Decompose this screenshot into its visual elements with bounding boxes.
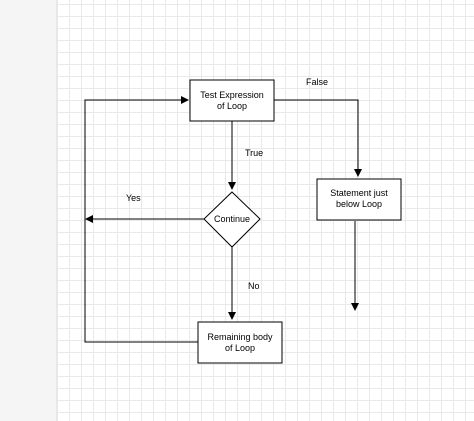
- edges: [84, 96, 362, 343]
- no-label: No: [248, 281, 260, 291]
- edge-false[interactable]: [274, 99, 362, 177]
- node-continue-label: Continue: [214, 214, 250, 224]
- node-statement-below[interactable]: Statement just below Loop: [316, 178, 402, 221]
- yes-label: Yes: [126, 193, 141, 203]
- false-label: False: [306, 77, 328, 87]
- node-statement-below-line1: Statement just: [330, 188, 388, 198]
- node-remaining-body-line2: of Loop: [225, 343, 255, 353]
- node-continue[interactable]: Continue: [203, 191, 261, 248]
- node-remaining-body[interactable]: Remaining body of Loop: [197, 321, 283, 364]
- node-test-expression-line1: Test Expression: [200, 90, 264, 100]
- node-test-expression[interactable]: Test Expression of Loop: [189, 79, 275, 122]
- left-panel: [0, 0, 57, 421]
- node-remaining-body-line1: Remaining body: [207, 332, 273, 342]
- node-test-expression-line2: of Loop: [217, 101, 247, 111]
- true-label: True: [245, 148, 263, 158]
- edge-loop-back[interactable]: [84, 96, 198, 343]
- node-statement-below-line2: below Loop: [336, 199, 382, 209]
